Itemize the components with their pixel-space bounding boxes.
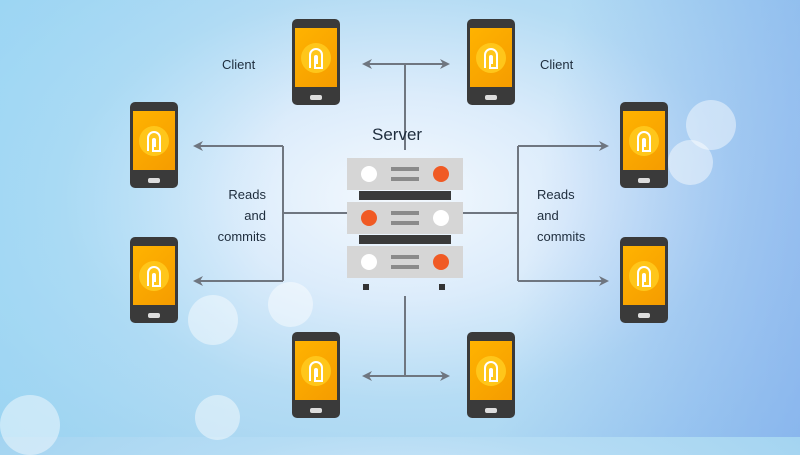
server-unit <box>347 158 463 190</box>
app-logo-icon <box>484 360 498 382</box>
app-logo-icon <box>637 130 651 152</box>
app-logo-icon <box>637 265 651 287</box>
client-phone-right-lower <box>620 237 668 323</box>
client-label-left: Client <box>222 57 256 72</box>
edge-label-left: Reads and commits <box>200 184 266 247</box>
bokeh-light <box>188 295 238 345</box>
client-phone-bottom-left <box>292 332 340 418</box>
app-logo-icon <box>309 360 323 382</box>
edge-label-line: commits <box>537 229 586 244</box>
connection-lines <box>193 59 609 381</box>
bokeh-light <box>686 100 736 150</box>
edge-label-line: commits <box>217 229 266 244</box>
bokeh-light <box>195 395 240 440</box>
client-phone-top-left <box>292 19 340 105</box>
app-logo-icon <box>484 47 498 69</box>
server-unit <box>347 202 463 234</box>
app-logo-icon <box>309 47 323 69</box>
server-label: Server <box>372 125 423 144</box>
client-phone-left-upper <box>130 102 178 188</box>
edge-label-line: Reads <box>537 187 575 202</box>
client-phone-top-right <box>467 19 515 105</box>
app-logo-icon <box>147 130 161 152</box>
edge-label-right: Reads and commits <box>537 184 585 247</box>
edge-label-line: Reads <box>228 187 266 202</box>
server-rack-icon <box>347 158 463 290</box>
client-phone-left-lower <box>130 237 178 323</box>
edge-label-line: and <box>244 208 266 223</box>
client-label-right: Client <box>540 57 574 72</box>
server-unit <box>347 246 463 278</box>
app-logo-icon <box>147 265 161 287</box>
bokeh-light <box>268 282 313 327</box>
client-phone-right-upper <box>620 102 668 188</box>
edge-label-line: and <box>537 208 559 223</box>
client-phone-bottom-right <box>467 332 515 418</box>
bokeh-light <box>668 140 713 185</box>
